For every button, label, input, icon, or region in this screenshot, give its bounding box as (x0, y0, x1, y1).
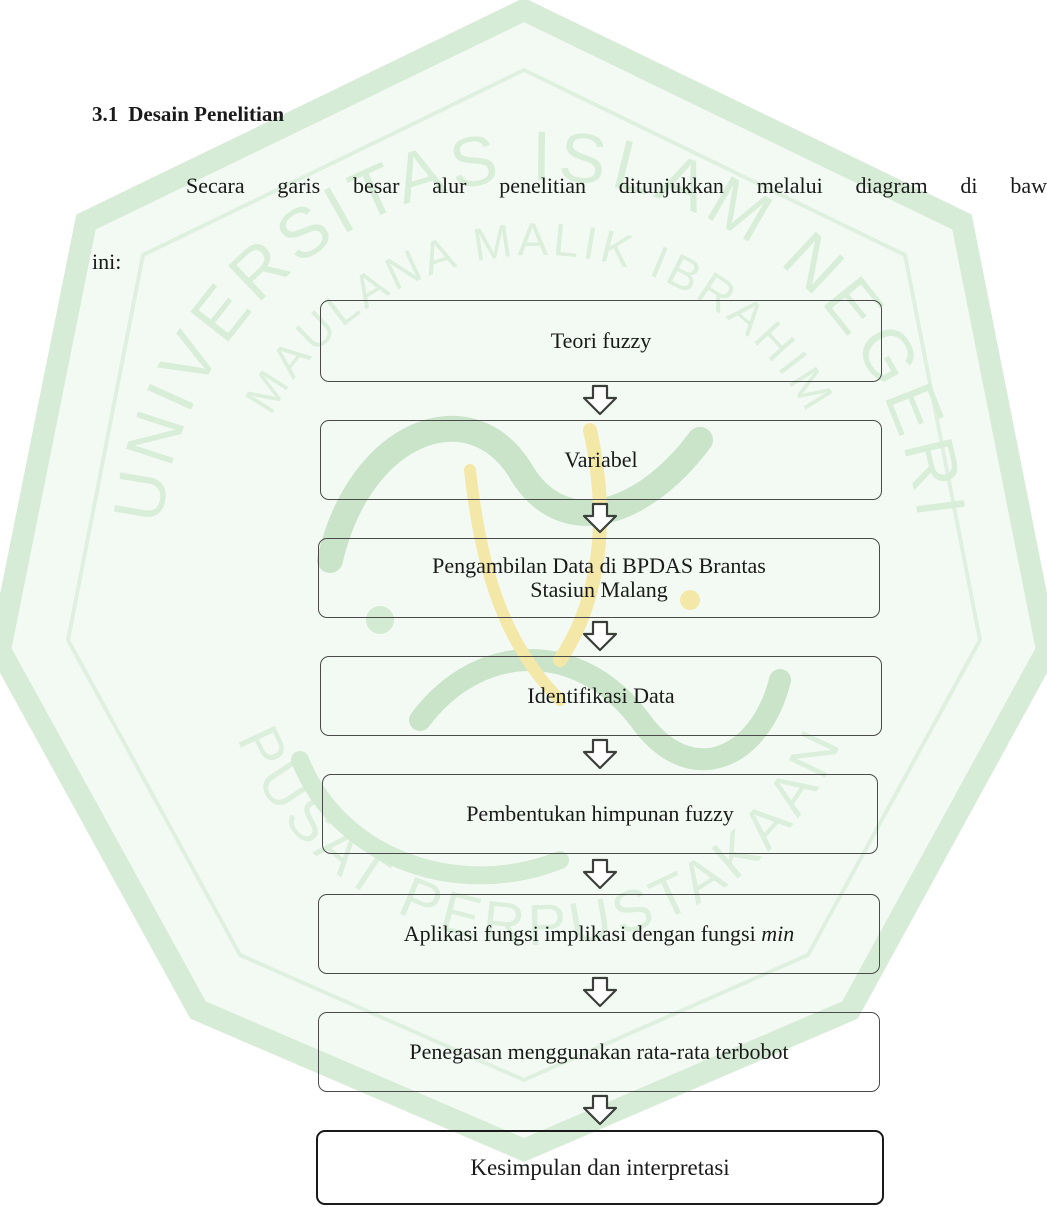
flow-step-identifikasi-data: Identifikasi Data (320, 656, 882, 736)
down-arrow-icon (580, 858, 620, 890)
flow-step-penegasan: Penegasan menggunakan rata-rata terbobot (318, 1012, 880, 1092)
flow-step-text-italic: min (761, 921, 795, 946)
flow-step-kesimpulan: Kesimpulan dan interpretasi (316, 1130, 884, 1205)
flow-step-text: Penegasan menggunakan rata-rata terbobot (409, 1039, 789, 1064)
flow-step-pengambilan-data: Pengambilan Data di BPDAS Brantas Stasiu… (318, 538, 880, 618)
flow-step-text: Teori fuzzy (550, 328, 652, 353)
down-arrow-icon (580, 1094, 620, 1126)
section-number: 3.1 (92, 102, 119, 126)
paragraph-line-2: ini: (92, 249, 122, 274)
flow-step-text: Identifikasi Data (527, 683, 675, 708)
section-heading: 3.1 Desain Penelitian (92, 102, 284, 127)
flow-step-text: Variabel (564, 447, 638, 472)
flow-step-text: Kesimpulan dan interpretasi (470, 1154, 730, 1180)
down-arrow-icon (580, 502, 620, 534)
flow-step-text: Stasiun Malang (530, 577, 668, 602)
down-arrow-icon (580, 976, 620, 1008)
flow-step-text: Pengambilan Data di BPDAS Brantas (432, 553, 766, 578)
flow-step-teori-fuzzy: Teori fuzzy (320, 300, 882, 382)
down-arrow-icon (580, 738, 620, 770)
flow-step-aplikasi-fungsi: Aplikasi fungsi implikasi dengan fungsi … (318, 894, 880, 974)
down-arrow-icon (580, 620, 620, 652)
seal-calligraphy (291, 415, 791, 885)
flow-step-text: Aplikasi fungsi implikasi dengan fungsi (403, 921, 756, 946)
flow-step-text: Pembentukan himpunan fuzzy (466, 801, 734, 826)
paragraph-line-1: Secara garis besar alur penelitian ditun… (186, 173, 1047, 198)
section-title: Desain Penelitian (128, 102, 284, 126)
flow-step-variabel: Variabel (320, 420, 882, 500)
flow-step-pembentukan-himpunan: Pembentukan himpunan fuzzy (322, 774, 878, 854)
seal-heptagon-inner (65, 67, 983, 1083)
seal-heptagon-outer (0, 0, 1047, 1162)
down-arrow-icon (580, 384, 620, 416)
